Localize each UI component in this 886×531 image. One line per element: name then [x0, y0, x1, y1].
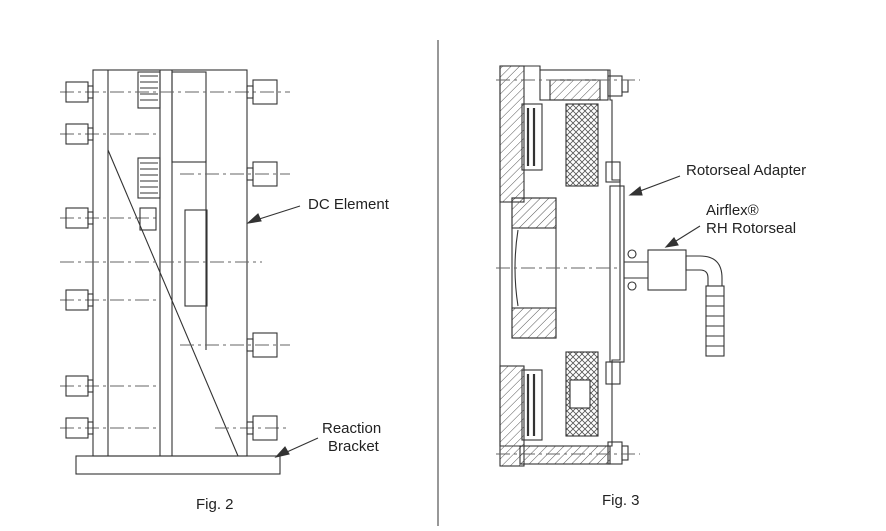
rotorseal-elbow: [685, 255, 723, 287]
reaction-bracket-label-line2: Bracket: [328, 438, 379, 455]
airflex-label-line1: Airflex®: [706, 202, 759, 219]
reaction-bracket-label-line1: Reaction: [322, 420, 382, 437]
fig3-caption: Fig. 3: [602, 492, 640, 509]
fig2-spring-top: [137, 71, 161, 109]
rotorseal-adapter-label: Rotorseal Adapter: [686, 162, 807, 179]
rotorseal-body: [647, 249, 687, 291]
fig2-left-bolts: [65, 81, 94, 439]
fig2-caption: Fig. 2: [196, 496, 234, 513]
fig2-spring-mid: [137, 157, 161, 199]
fig2-drawing: [60, 69, 319, 475]
airflex-label-line2: RH Rotorseal: [706, 220, 797, 237]
fig3-friction-top: [565, 103, 599, 187]
dc-element-label: DC Element: [308, 196, 389, 213]
rotorseal-adapter-plate: [609, 185, 625, 363]
fig3-drawing: [496, 65, 725, 467]
reaction-bracket-diagonal: [107, 149, 239, 457]
rotorseal-hose: [705, 285, 725, 357]
fig2-base-plate: [75, 455, 281, 475]
fig2-right-bolts: [246, 79, 278, 441]
fig2-body: [92, 69, 248, 457]
